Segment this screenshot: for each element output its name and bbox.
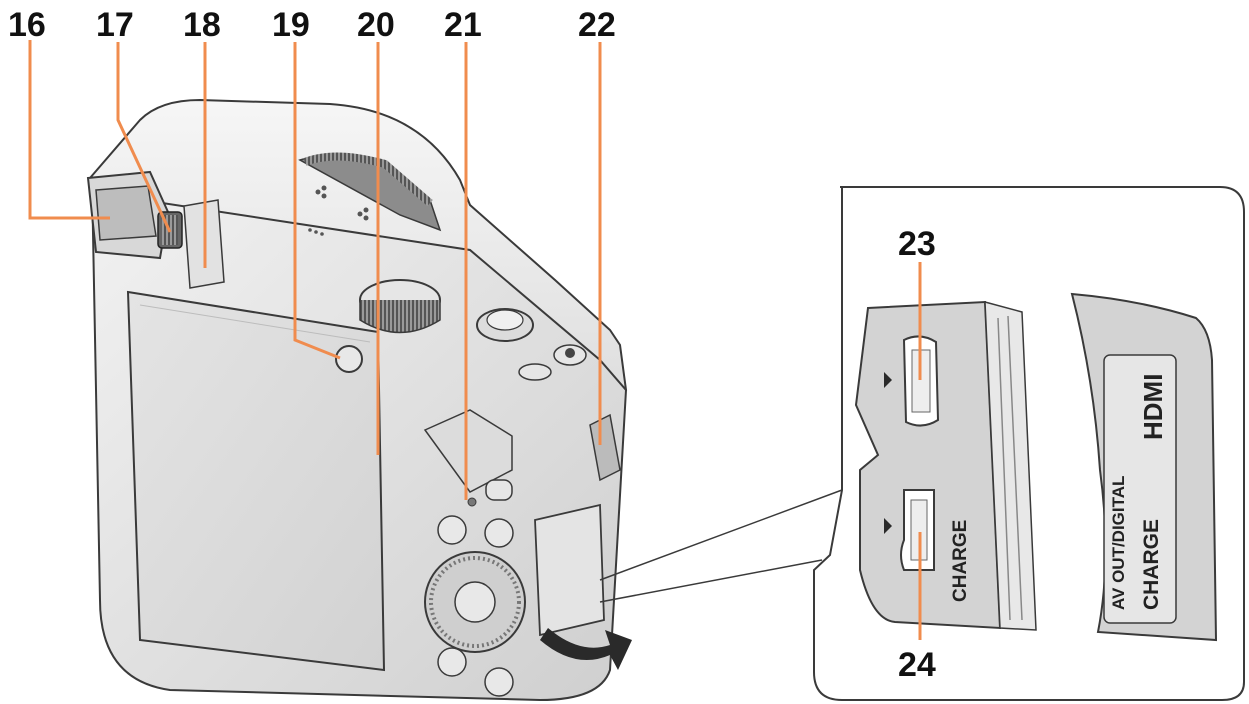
lcd-glare — [139, 304, 371, 343]
callout-19: 19 — [272, 6, 310, 44]
callout-20: 20 — [357, 6, 395, 44]
callout-23: 23 — [898, 225, 936, 263]
callout-18: 18 — [183, 6, 221, 44]
port-charge-label: CHARGE — [950, 520, 971, 602]
door-charge-label: CHARGE — [1140, 519, 1163, 610]
av-out-label: AV OUT/DIGITAL — [1109, 476, 1128, 610]
speaker-holes — [308, 185, 369, 236]
control-dial-knurl — [429, 556, 521, 648]
strap-eyelet — [589, 413, 621, 482]
leader-16 — [28, 40, 110, 220]
leader-17 — [116, 42, 172, 233]
leader-19 — [293, 42, 341, 360]
fn-button — [335, 345, 363, 373]
hdmi-port-inner — [911, 349, 931, 413]
hinge-line-b — [1007, 315, 1023, 621]
mode-dial-knurl — [359, 300, 441, 334]
callout-24: 24 — [898, 646, 936, 684]
usb-arrow-icon — [884, 518, 892, 534]
callout-17: 17 — [96, 6, 134, 44]
camera-body — [86, 98, 632, 702]
zoom-line-top — [599, 489, 843, 581]
hdmi-arrow-icon — [884, 372, 892, 388]
af-ae-button — [485, 479, 513, 501]
callout-22: 22 — [578, 6, 616, 44]
hdmi-logo: HDMI — [1138, 374, 1168, 440]
open-door-arrow-icon — [540, 628, 632, 670]
door-label-plate — [1103, 354, 1177, 624]
zoom-line-bottom — [599, 559, 823, 603]
callout-16: 16 — [8, 6, 46, 44]
terminal-inset: CHARGE HDMI AV OUT/DIGITAL CHARGE — [813, 186, 1245, 701]
hinge-line-a — [997, 317, 1011, 621]
lens-knurl — [303, 152, 433, 207]
door-hinge — [984, 301, 1037, 631]
power-button — [518, 363, 552, 381]
shutter-button-top — [486, 309, 524, 331]
charging-lamp — [467, 497, 477, 507]
callout-21: 21 — [444, 6, 482, 44]
viewfinder-window — [95, 185, 157, 241]
leader-lines — [28, 40, 922, 640]
port-panel — [854, 300, 1002, 630]
rear-buttons — [437, 515, 514, 697]
menu-set-button — [454, 581, 496, 623]
record-button-dot — [565, 348, 575, 358]
terminal-door — [534, 503, 605, 637]
thumb-rest — [423, 409, 513, 493]
